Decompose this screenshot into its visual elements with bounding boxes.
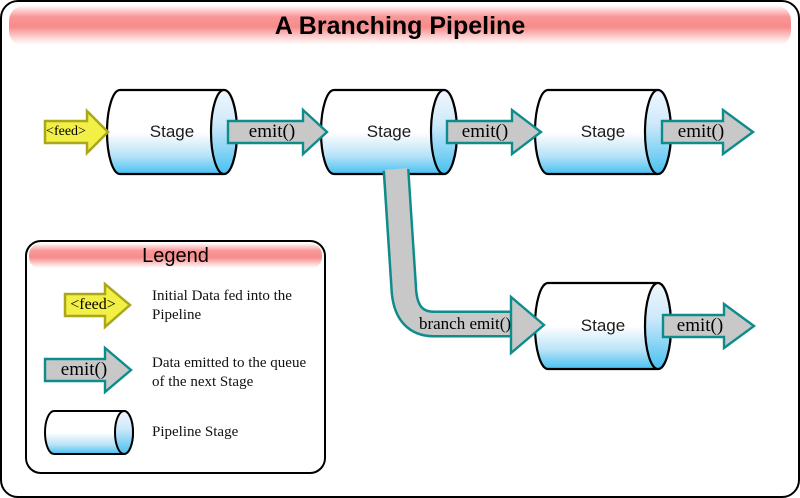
page-title: A Branching Pipeline	[274, 11, 526, 40]
emit-label-1: emit()	[248, 121, 296, 142]
text-line: Initial Data fed into the	[152, 288, 292, 304]
legend-header: Legend	[29, 243, 322, 269]
legend-item-stage-description: Pipeline Stage	[152, 423, 238, 442]
legend-feed-label: <feed>	[70, 296, 116, 313]
stage-label-2: Stage	[366, 122, 412, 141]
text-line: Pipeline Stage	[152, 424, 239, 440]
stage-label-4: Stage	[580, 316, 626, 335]
legend-emit-label: emit()	[60, 359, 108, 380]
legend-item-feed-description: Initial Data fed into the Pipeline	[152, 287, 292, 325]
text-line: Pipeline	[152, 307, 202, 323]
legend-title: Legend	[142, 244, 209, 267]
feed-label: <feed>	[46, 124, 86, 139]
emit-label-3: emit()	[677, 121, 725, 142]
text-line: Data emitted to the queue	[152, 355, 307, 371]
stage-label-1: Stage	[149, 122, 195, 141]
text-line: of the next Stage	[152, 374, 254, 390]
emit-label-2: emit()	[461, 121, 509, 142]
legend-item-emit-description: Data emitted to the queue of the next St…	[152, 354, 306, 392]
title-bar: A Branching Pipeline	[9, 5, 791, 47]
emit-label-4: emit()	[676, 315, 724, 336]
stage-label-3: Stage	[580, 122, 626, 141]
branch-emit-label: branch emit()	[418, 314, 512, 333]
legend-box: Legend Initial Data fed into the Pipelin…	[25, 240, 326, 474]
